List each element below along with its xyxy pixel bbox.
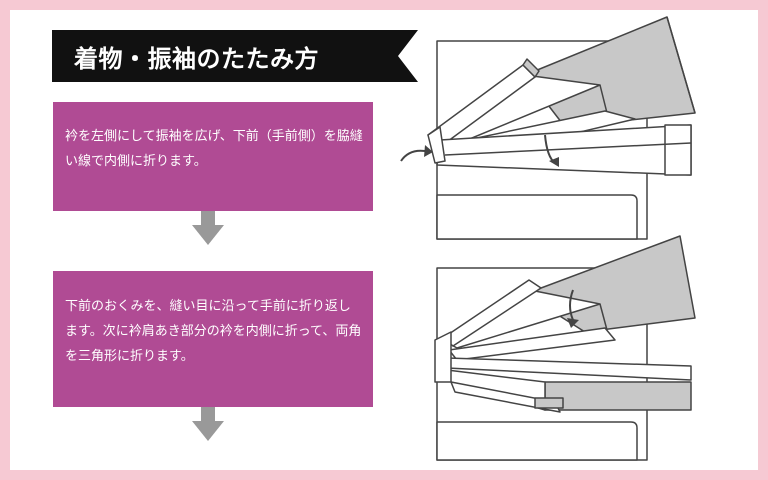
down-arrow-icon <box>192 211 224 245</box>
title-banner-shape <box>52 30 418 82</box>
step-1-box: 衿を左側にして振袖を広げ、下前（手前側）を脇縫い線で内側に折ります。 <box>53 102 373 211</box>
folding-diagram-step-1 <box>400 16 696 240</box>
step-2-box: 下前のおくみを、縫い目に沿って手前に折り返します。次に衿肩あき部分の衿を内側に折… <box>53 271 373 407</box>
step-1-text: 衿を左側にして振袖を広げ、下前（手前側）を脇縫い線で内側に折ります。 <box>65 129 363 169</box>
down-arrow-icon <box>192 407 224 441</box>
step-2-text: 下前のおくみを、縫い目に沿って手前に折り返します。次に衿肩あき部分の衿を内側に折… <box>65 299 362 364</box>
page-title: 着物・振袖のたたみ方 <box>74 45 319 73</box>
title-banner: 着物・振袖のたたみ方 <box>52 30 418 82</box>
folding-diagram-step-2 <box>434 235 696 461</box>
content-card: 着物・振袖のたたみ方 衿を左側にして振袖を広げ、下前（手前側）を脇縫い線で内側に… <box>10 10 758 470</box>
